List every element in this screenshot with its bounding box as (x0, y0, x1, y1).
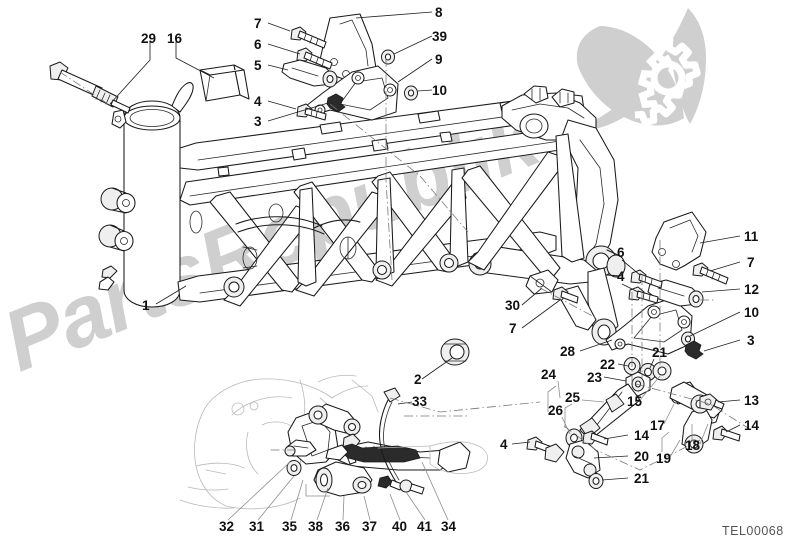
assembly-axis-lines (59, 58, 749, 471)
callout-20: 20 (634, 449, 650, 464)
callout-35: 35 (282, 519, 298, 534)
callout-22: 22 (600, 357, 616, 372)
callout-12: 12 (744, 282, 760, 297)
side-stand-group (284, 387, 488, 497)
callout-6-rear: 6 (617, 245, 625, 260)
gear-icon (634, 33, 701, 127)
callout-21-lower: 21 (634, 471, 650, 486)
frame-mount-boss-mid (223, 276, 245, 298)
callout-1: 1 (142, 298, 150, 313)
callout-2: 2 (414, 372, 422, 387)
main-frame-part-1 (98, 82, 585, 308)
callout-3-rear: 3 (747, 333, 755, 348)
callout-4-front: 4 (254, 94, 262, 109)
drawing-code: TEL00068 (722, 524, 784, 538)
callout-19: 19 (656, 451, 672, 466)
callout-41: 41 (417, 519, 433, 534)
rear-subframe (461, 85, 626, 346)
rear-right-footrest-group (605, 211, 729, 381)
frame-mount-boss-right (439, 253, 459, 273)
front-left-footrest-group (281, 13, 418, 121)
callout-30: 30 (505, 298, 521, 313)
callout-14-right: 14 (744, 418, 760, 433)
callout-23: 23 (587, 370, 603, 385)
frame-boss-lower-left (98, 224, 134, 252)
callout-36: 36 (335, 519, 351, 534)
callout-18: 18 (685, 438, 701, 453)
callout-24: 24 (541, 367, 557, 382)
callout-17: 17 (650, 418, 666, 433)
callout-10-front: 10 (432, 83, 448, 98)
callout-31: 31 (249, 519, 265, 534)
part-16-pad (199, 64, 250, 102)
callout-15: 15 (627, 394, 643, 409)
frame-mount-boss-mid2 (372, 260, 392, 280)
callout-6-front: 6 (254, 37, 262, 52)
callout-3-front: 3 (254, 114, 262, 129)
callout-28: 28 (560, 344, 576, 359)
callout-14-left: 14 (634, 428, 650, 443)
callout-16: 16 (167, 31, 183, 46)
callout-7-front: 7 (254, 16, 262, 31)
callout-4-rear: 4 (617, 269, 625, 284)
callout-4-link: 4 (500, 437, 508, 452)
callout-29: 29 (141, 31, 157, 46)
frame-boss-upper-left (100, 187, 136, 214)
callout-40: 40 (392, 519, 408, 534)
callout-5: 5 (254, 58, 262, 73)
part-29-bolt (49, 61, 131, 114)
callout-33: 33 (412, 394, 428, 409)
callout-9: 9 (435, 52, 443, 67)
callout-21-upper: 21 (652, 345, 668, 360)
part-2-bushing (440, 338, 470, 366)
callout-11: 11 (744, 229, 759, 244)
callout-39: 39 (432, 29, 448, 44)
callout-37: 37 (362, 519, 378, 534)
group-brackets (305, 385, 700, 497)
callout-7-rear: 7 (747, 255, 755, 270)
gear-linkage-group (526, 357, 741, 489)
callout-13: 13 (744, 393, 760, 408)
callout-34: 34 (441, 519, 457, 534)
leader-lines (109, 11, 741, 521)
callout-32: 32 (219, 519, 235, 534)
ghost-engine-outline (179, 374, 379, 510)
callout-8: 8 (435, 5, 443, 20)
callout-25: 25 (565, 390, 581, 405)
callout-38: 38 (308, 519, 324, 534)
callout-26: 26 (548, 403, 564, 418)
callout-7-mid: 7 (509, 321, 517, 336)
callout-10-rear: 10 (744, 305, 760, 320)
